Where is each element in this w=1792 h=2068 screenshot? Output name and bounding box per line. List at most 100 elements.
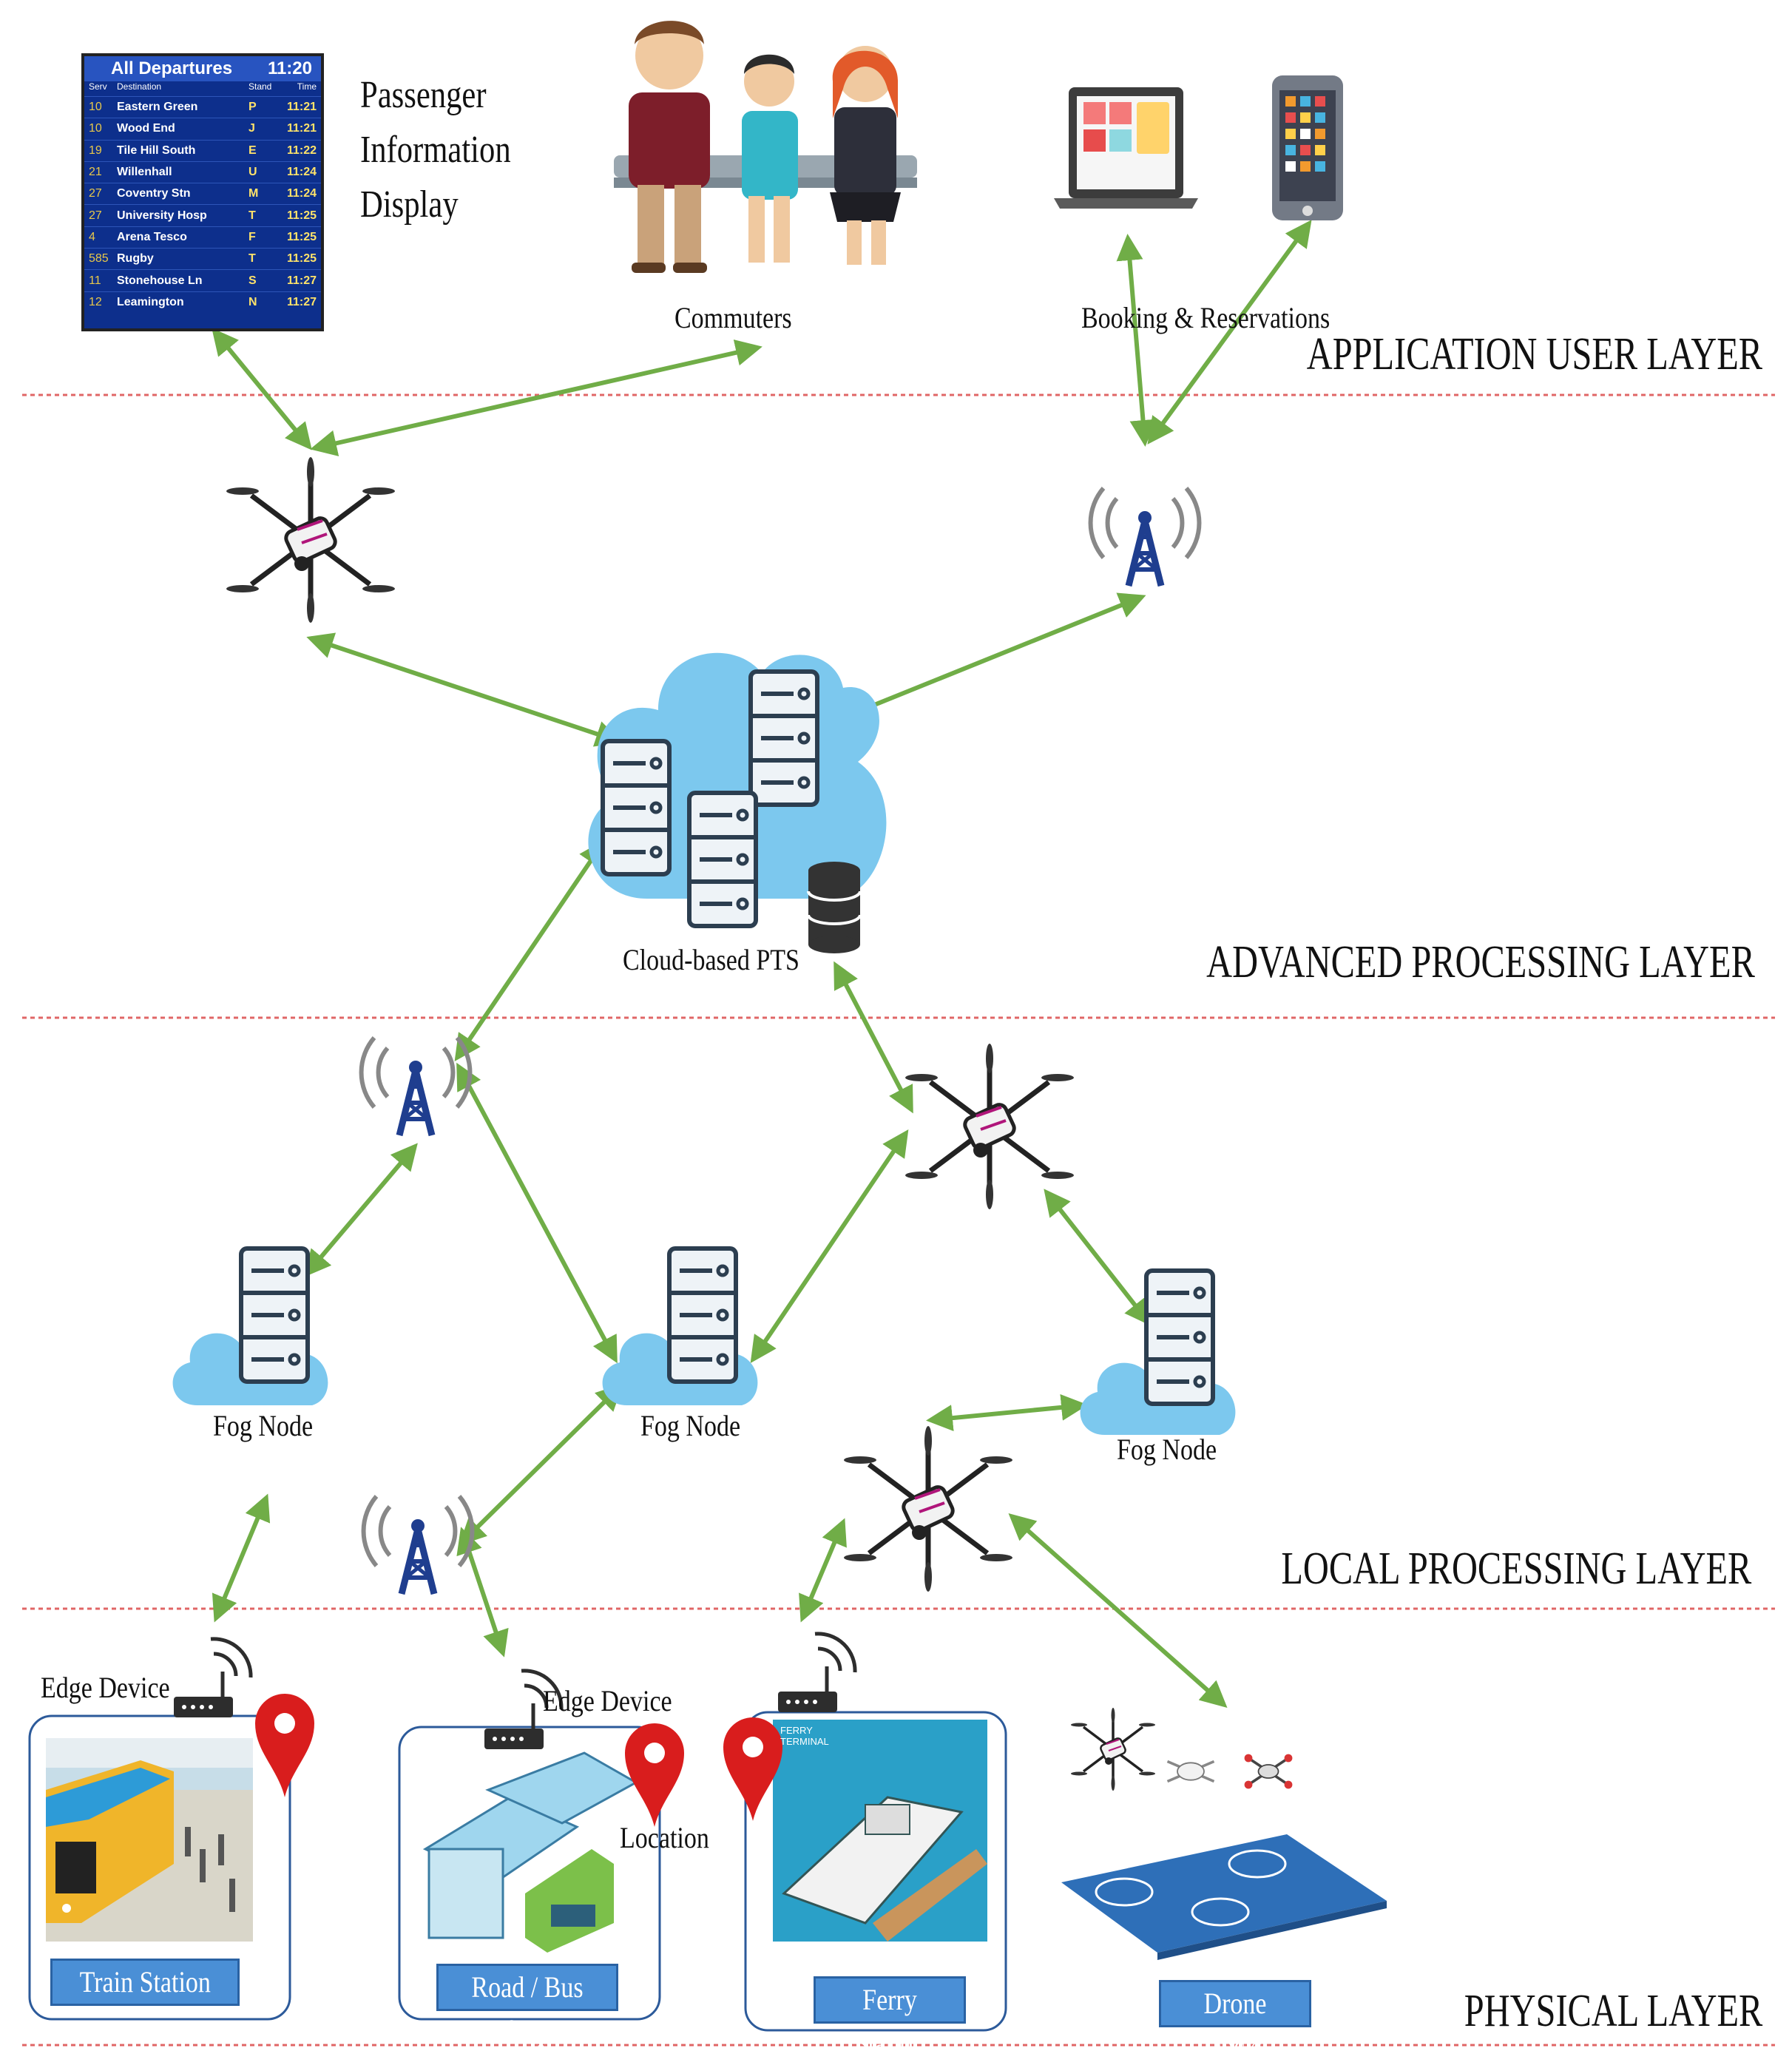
pid-board-row: 12 Leamington N 11:27	[84, 291, 321, 313]
drone-icon	[226, 457, 395, 623]
location-pin-icon	[625, 1723, 684, 1827]
pid-row-stand: J	[248, 122, 255, 135]
pid-row-stand: M	[248, 187, 259, 200]
train-station-panel	[28, 1714, 291, 2021]
pid-row-destination: Stonehouse Ln	[117, 274, 203, 287]
fog-node-2-icon	[602, 1248, 758, 1405]
pid-row-destination: Rugby	[117, 252, 154, 266]
fog-node-3-icon	[1080, 1271, 1236, 1435]
pid-row-time: 11:25	[286, 252, 317, 266]
booking-label: Booking & Reservations	[1081, 301, 1331, 334]
pid-row-destination: Arena Tesco	[117, 230, 187, 243]
tower-icon	[364, 1496, 473, 1594]
drone-docks-tag: Drone Docks	[1159, 1980, 1311, 2063]
pid-row-stand: F	[248, 230, 256, 243]
router-icon	[174, 1639, 251, 1717]
layer-separators	[22, 393, 1775, 2047]
pid-row-serv: 10	[89, 101, 102, 114]
pid-row-stand: P	[248, 101, 257, 114]
commuters-illustration	[614, 21, 917, 273]
pid-board-row: 10 Wood End J 11:21	[84, 118, 321, 139]
pid-row-destination: Leamington	[117, 295, 184, 308]
pid-col-stand: Stand	[248, 81, 272, 92]
pid-row-serv: 19	[89, 143, 102, 157]
pid-row-serv: 11	[89, 274, 101, 287]
cloud-label: Cloud-based PTS	[623, 943, 799, 976]
pid-row-stand: T	[248, 252, 256, 266]
pid-row-time: 11:27	[286, 274, 317, 287]
fog-node-1-icon	[172, 1248, 328, 1405]
pid-board-row: 19 Tile Hill South E 11:22	[84, 139, 321, 161]
ferry-station-panel	[744, 1711, 1007, 2032]
fog-node-2-label: Fog Node	[640, 1409, 741, 1442]
ferry-station-tag: Ferry Station	[814, 1976, 966, 2059]
database-icon	[807, 862, 862, 953]
train-station-tag: Train Station	[50, 1959, 240, 2006]
pid-row-serv: 4	[89, 230, 95, 243]
cloud-based-pts	[588, 652, 887, 953]
bus-stop-tag: Road / Bus Stop	[436, 1964, 618, 2047]
pid-board-row: 11 Stonehouse Ln S 11:27	[84, 269, 321, 291]
smartphone-icon	[1272, 75, 1343, 220]
pid-row-time: 11:24	[286, 166, 317, 179]
pid-label-line-3: Display	[360, 183, 459, 226]
pid-row-destination: University Hosp	[117, 209, 207, 222]
pid-board-row: 585 Rugby T 11:25	[84, 248, 321, 269]
passenger-information-display-board: All Departures 11:20 Serv Destination St…	[81, 53, 324, 331]
pid-label: Passenger Information Display	[360, 68, 544, 232]
pid-row-time: 11:21	[286, 101, 317, 114]
pid-row-serv: 12	[89, 295, 102, 308]
pid-row-stand: U	[248, 166, 257, 179]
pid-row-serv: 27	[89, 209, 102, 222]
pid-row-time: 11:22	[286, 143, 317, 157]
drone-docks-illustration	[1061, 1706, 1387, 1960]
bus-stop-label: Road / Bus Stop	[471, 1970, 584, 2047]
pid-row-stand: N	[248, 295, 257, 308]
pid-label-line-1: Passenger	[360, 74, 487, 116]
layer-title-application-user: APPLICATION USER LAYER	[1306, 329, 1762, 379]
pid-board-row: 10 Eastern Green P 11:21	[84, 96, 321, 118]
pid-board-header: All Departures 11:20	[84, 56, 321, 81]
pid-row-time: 11:27	[286, 295, 317, 308]
pid-board-row: 21 Willenhall U 11:24	[84, 160, 321, 183]
connection-arrows	[212, 220, 1312, 1708]
pid-row-stand: E	[248, 143, 257, 157]
pid-row-stand: S	[248, 274, 257, 287]
pid-col-serv: Serv	[89, 81, 107, 92]
router-icon	[778, 1634, 855, 1712]
tower-icon	[362, 1038, 470, 1135]
layer-title-physical: PHYSICAL LAYER	[1464, 1986, 1762, 2036]
pid-row-serv: 21	[89, 166, 102, 179]
drone-icon	[844, 1426, 1012, 1592]
pid-col-destination: Destination	[117, 81, 162, 92]
pid-board-row: 4 Arena Tesco F 11:25	[84, 226, 321, 248]
pid-row-stand: T	[248, 209, 256, 222]
pid-row-destination: Willenhall	[117, 166, 172, 179]
pid-row-time: 11:25	[286, 230, 317, 243]
edge-device-1-label: Edge Device	[41, 1671, 170, 1704]
edge-device-2-label: Edge Device	[543, 1684, 672, 1717]
fog-node-1-label: Fog Node	[213, 1409, 314, 1442]
drone-icon	[905, 1044, 1074, 1209]
location-pin-icon	[255, 1694, 314, 1797]
laptop-icon	[1054, 87, 1198, 209]
pid-board-time: 11:20	[267, 58, 312, 78]
tower-icon	[1091, 488, 1200, 586]
train-station-label: Train Station	[79, 1965, 211, 1998]
pid-label-line-2: Information	[360, 129, 511, 171]
pid-row-time: 11:21	[286, 122, 317, 135]
commuters-label: Commuters	[674, 301, 792, 334]
pid-row-serv: 27	[89, 187, 102, 200]
pid-row-serv: 585	[89, 252, 109, 266]
bus-stop-panel	[398, 1726, 661, 2021]
pid-row-serv: 10	[89, 122, 102, 135]
pid-row-destination: Tile Hill South	[117, 143, 196, 157]
drone-docks-label: Drone Docks	[1203, 1987, 1268, 2063]
pid-row-destination: Coventry Stn	[117, 187, 191, 200]
pid-row-destination: Wood End	[117, 122, 175, 135]
pid-row-destination: Eastern Green	[117, 101, 198, 114]
fog-node-3-label: Fog Node	[1117, 1433, 1217, 1466]
